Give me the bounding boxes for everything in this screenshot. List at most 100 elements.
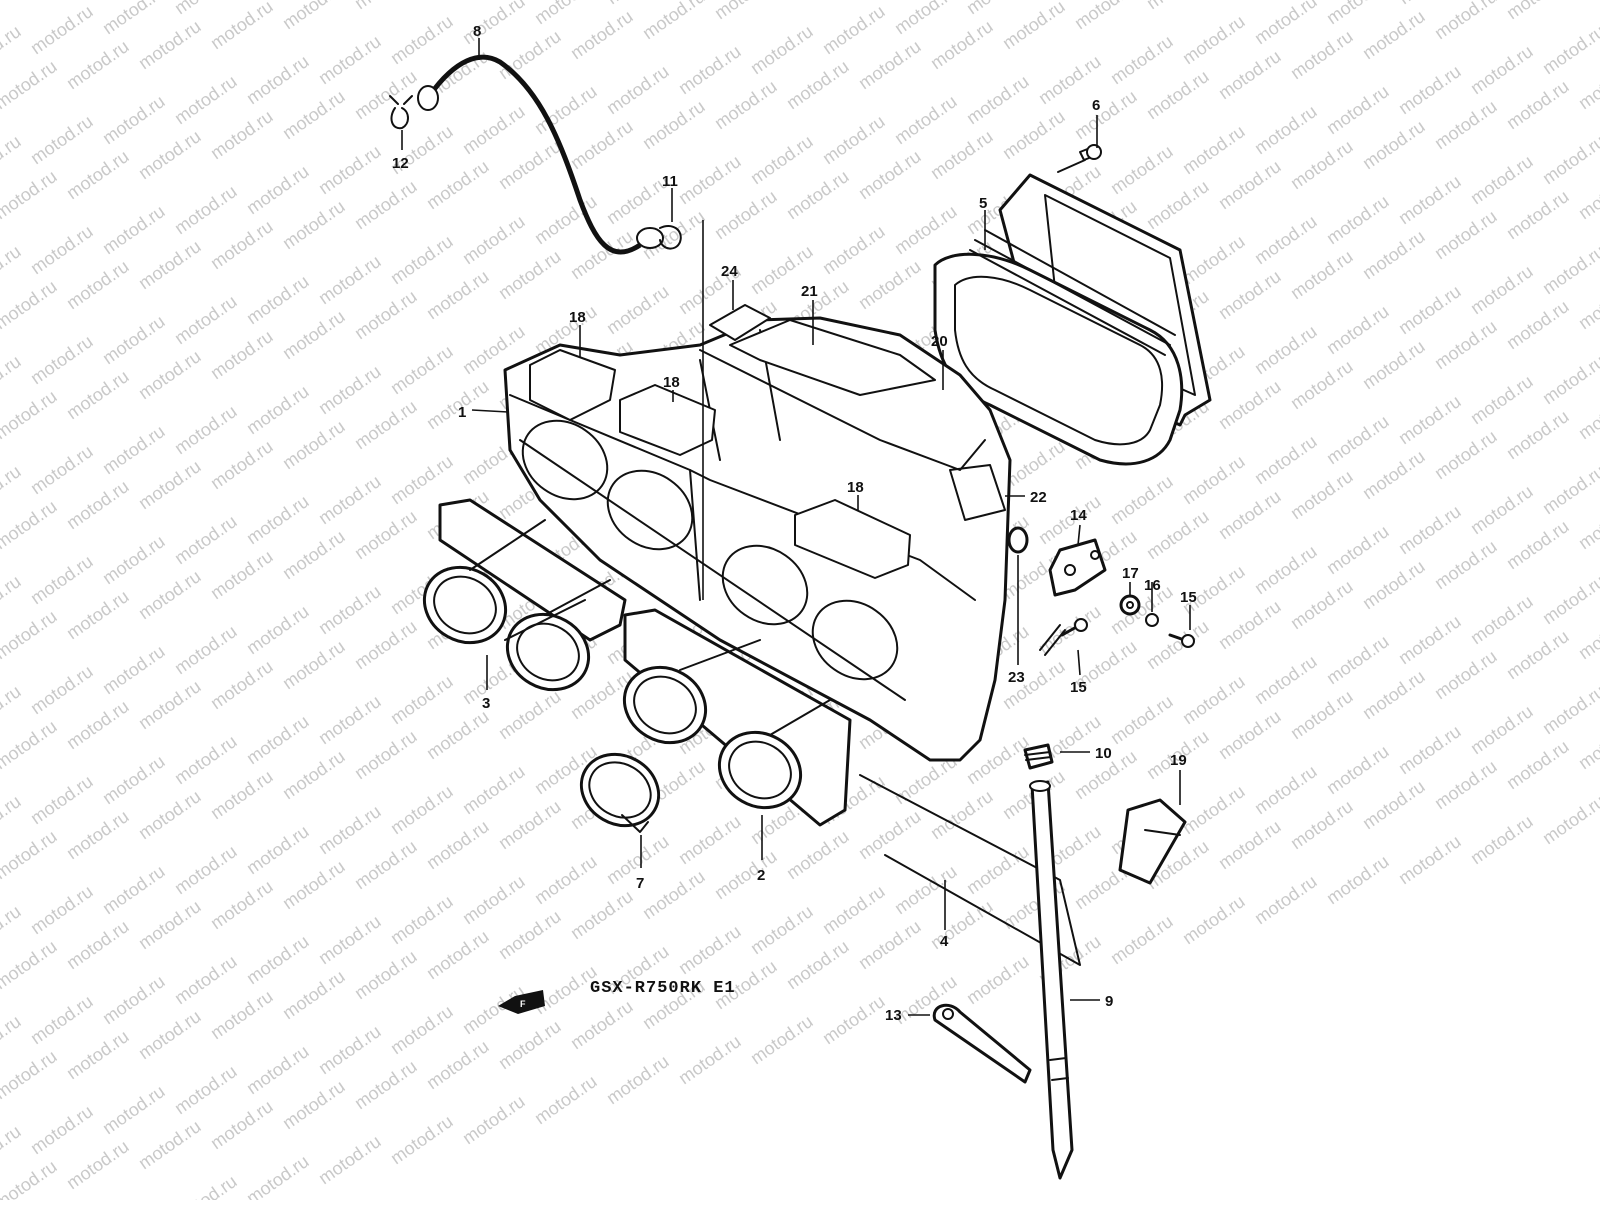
leader-lines (401, 38, 1191, 1016)
callout-15b: 15 (1070, 679, 1087, 696)
watermark-text: motod.ru (459, 101, 529, 158)
watermark-text: motod.ru (495, 26, 565, 83)
watermark-text: motod.ru (747, 1011, 817, 1068)
watermark-text: motod.ru (1467, 41, 1537, 98)
watermark-text: motod.ru (243, 271, 313, 328)
watermark-text: motod.ru (1575, 276, 1600, 333)
watermark-text: motod.ru (1431, 0, 1501, 43)
hose-clamp-11 (659, 224, 682, 250)
watermark-text: motod.ru (243, 51, 313, 108)
watermark-text: motod.ru (1539, 21, 1600, 78)
watermark-text: motod.ru (1395, 171, 1465, 228)
watermark-text: motod.ru (1539, 461, 1600, 518)
watermark-text: motod.ru (711, 76, 781, 133)
watermark-text: motod.ru (1575, 56, 1600, 113)
watermark-text: motod.ru (243, 381, 313, 438)
bolt-15-lower (1039, 618, 1088, 656)
callout-5: 5 (979, 195, 987, 212)
watermark-text: motod.ru (351, 176, 421, 233)
watermark-text: motod.ru (531, 0, 601, 28)
watermark-text: motod.ru (855, 916, 925, 973)
watermark-text: motod.ru (1467, 591, 1537, 648)
watermark-text: motod.ru (1395, 831, 1465, 888)
watermark-text: motod.ru (387, 1001, 457, 1058)
watermark-text: motod.ru (0, 21, 24, 78)
watermark-text: motod.ru (423, 816, 493, 873)
watermark-text: motod.ru (135, 236, 205, 293)
watermark-text: motod.ru (1107, 911, 1177, 968)
bracket-14 (1048, 538, 1107, 597)
watermark-text: motod.ru (0, 496, 60, 553)
watermark-text: motod.ru (279, 1076, 349, 1133)
foam-pad-18b (619, 384, 716, 456)
watermark-text: motod.ru (171, 841, 241, 898)
watermark-text: motod.ru (1323, 631, 1393, 688)
watermark-text: motod.ru (351, 396, 421, 453)
watermark-text: motod.ru (63, 146, 133, 203)
watermark-text: motod.ru (0, 1046, 60, 1103)
watermark-text: motod.ru (423, 1036, 493, 1093)
screw-6 (1057, 144, 1102, 173)
washer-16 (1145, 613, 1159, 627)
watermark-text: motod.ru (351, 66, 421, 123)
watermark-text: motod.ru (603, 281, 673, 338)
watermark-text: motod.ru (495, 136, 565, 193)
watermark-text: motod.ru (1251, 101, 1321, 158)
drain-tube-9 (1029, 780, 1074, 1180)
watermark-text: motod.ru (423, 156, 493, 213)
watermark-text: motod.ru (315, 581, 385, 638)
watermark-text: motod.ru (1503, 296, 1573, 353)
intake-boot-3 (422, 498, 627, 692)
watermark-text: motod.ru (1359, 556, 1429, 613)
watermark-text: motod.ru (459, 1091, 529, 1148)
watermark-text: motod.ru (243, 821, 313, 878)
watermark-text: motod.ru (1539, 681, 1600, 738)
watermark-text: motod.ru (1251, 871, 1321, 928)
watermark-text: motod.ru (27, 881, 97, 938)
watermark-text: motod.ru (1539, 791, 1600, 848)
watermark-text: motod.ru (279, 0, 349, 33)
watermark-text: motod.ru (1575, 496, 1600, 553)
watermark-text: motod.ru (135, 786, 205, 843)
watermark-text: motod.ru (1251, 211, 1321, 268)
callout-18c: 18 (847, 479, 864, 496)
watermark-text: motod.ru (63, 256, 133, 313)
watermark-text: motod.ru (603, 61, 673, 118)
watermark-text: motod.ru (1431, 756, 1501, 813)
watermark-text: motod.ru (1143, 0, 1213, 13)
watermark-text: motod.ru (1287, 576, 1357, 633)
watermark-text: motod.ru (315, 801, 385, 858)
watermark-text: motod.ru (387, 1111, 457, 1168)
watermark-text: motod.ru (315, 691, 385, 748)
callout-4: 4 (940, 933, 949, 950)
watermark-text: motod.ru (315, 911, 385, 968)
callout-8: 8 (473, 23, 481, 40)
watermark-text: motod.ru (1179, 451, 1249, 508)
watermark-text: motod.ru (1503, 0, 1573, 23)
callout-9: 9 (1105, 993, 1113, 1010)
watermark-text: motod.ru (279, 196, 349, 253)
watermark-text: motod.ru (63, 1136, 133, 1193)
watermark-text: motod.ru (63, 916, 133, 973)
watermark-text: motod.ru (567, 6, 637, 63)
watermark-text: motod.ru (1251, 431, 1321, 488)
air-filter-element (933, 173, 1212, 466)
watermark-text: motod.ru (207, 546, 277, 603)
watermark-text: motod.ru (207, 876, 277, 933)
watermark-text: motod.ru (315, 471, 385, 528)
watermark-text: motod.ru (387, 781, 457, 838)
intake-boot-2 (622, 608, 852, 827)
watermark-text: motod.ru (1539, 241, 1600, 298)
watermark-text: motod.ru (0, 1011, 24, 1068)
watermark-text: motod.ru (819, 881, 889, 938)
watermark-text: motod.ru (0, 571, 24, 628)
watermark-text: motod.ru (819, 1, 889, 58)
watermark-text: motod.ru (0, 1156, 60, 1200)
watermark-text: motod.ru (135, 1116, 205, 1173)
watermark-text: motod.ru (1503, 736, 1573, 793)
watermark-text: motod.ru (387, 671, 457, 728)
watermark-text: motod.ru (891, 91, 961, 148)
watermark-text: motod.ru (1431, 316, 1501, 373)
watermark-text: motod.ru (1107, 471, 1177, 528)
watermark-text: motod.ru (1431, 536, 1501, 593)
